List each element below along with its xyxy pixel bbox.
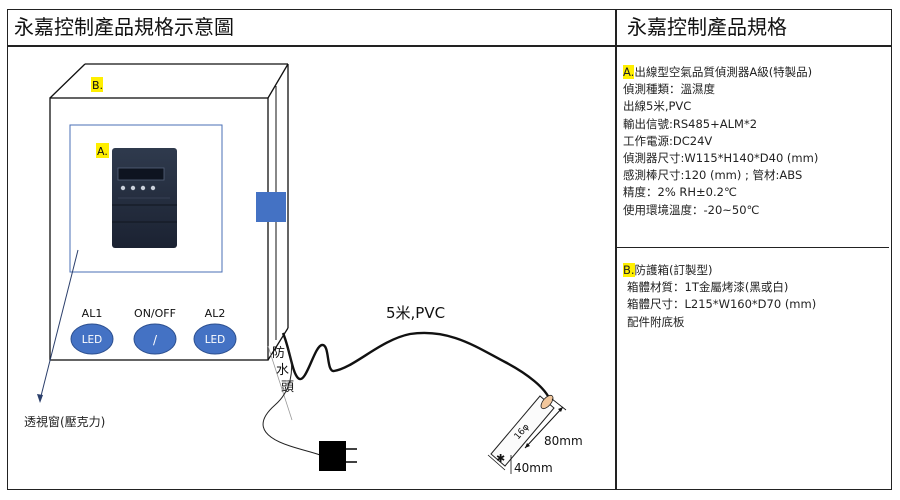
- spec-a-line: 偵測器尺寸:W115*H140*D40 (mm): [623, 151, 819, 166]
- button-label: AL2: [205, 307, 226, 320]
- device-key-icon: [150, 185, 156, 191]
- device-marker: A.: [97, 145, 108, 158]
- dimension-line: [524, 406, 564, 449]
- window-callout: [37, 249, 79, 403]
- device-key-icon: [140, 185, 146, 191]
- dimension-arrowhead-icon: [558, 407, 563, 412]
- spec-b-marker: B.: [623, 263, 635, 277]
- spec-a-marker: A.: [623, 65, 635, 79]
- spec-divider: [617, 247, 889, 248]
- al1-led-button[interactable]: [70, 323, 114, 355]
- spec-a-line: 出線5米,PVC: [623, 99, 692, 114]
- spec-b-title: 防護箱(訂製型): [634, 263, 713, 277]
- diagram-title: 永嘉控制產品規格示意圖: [14, 15, 234, 39]
- box-edge: [267, 63, 289, 99]
- spec-a-line: 精度：2% RH±0.2℃: [623, 185, 737, 200]
- spec-title: 永嘉控制產品規格: [627, 15, 787, 39]
- power-adapter-icon: [319, 441, 346, 471]
- dimension-tick: [551, 398, 567, 411]
- power-wire: [262, 347, 321, 456]
- spec-b-line: 箱體材質：1T金屬烤漆(黑或白): [627, 280, 789, 295]
- button-text: /: [153, 333, 158, 347]
- spec-a-line: 輸出信號:RS485+ALM*2: [623, 116, 758, 131]
- box-front: [49, 97, 269, 361]
- box-edge: [49, 63, 86, 99]
- dimension-arrowhead-icon: [525, 443, 530, 448]
- button-group: AL1 ON/OFF AL2 LED / LED: [70, 307, 237, 355]
- column-divider: [615, 9, 617, 490]
- spec-b-line: 箱體尺寸：L215*W160*D70 (mm): [627, 297, 817, 312]
- sensor-probe: 16φ ✱: [487, 394, 567, 474]
- spec-a-line: 使用環境溫度：-20~50℃: [623, 202, 760, 217]
- button-label: AL1: [82, 307, 103, 320]
- waterproof-label: 防: [272, 345, 285, 361]
- waterproof-leader: [267, 345, 293, 421]
- button-text: LED: [205, 334, 226, 346]
- cable-label: 5米,PVC: [386, 304, 445, 322]
- detector-device: [112, 148, 177, 248]
- window-label: 透視窗(壓克力): [24, 414, 105, 429]
- device-marker-bg: [96, 143, 109, 158]
- spec-b-line: 配件附底板: [627, 314, 685, 329]
- probe-length: 80mm: [544, 434, 583, 448]
- spec-a-line: 工作電源:DC24V: [623, 133, 713, 148]
- spec-a-title: 出線型空氣品質偵測器A級(特製品): [634, 65, 813, 79]
- box-marker: B.: [92, 79, 103, 92]
- side-connector-square: [256, 192, 286, 222]
- device-key-icon: [130, 185, 136, 191]
- window-pointer-line: [39, 249, 79, 401]
- box-edge: [267, 327, 289, 361]
- pvc-cable: [281, 331, 552, 401]
- button-text: LED: [82, 334, 103, 346]
- spec-a-block: A.出線型空氣品質偵測器A級(特製品) 偵測種類：溫濕度 出線5米,PVC 輸出…: [623, 64, 818, 219]
- spec-b-block: B.防護箱(訂製型) 箱體材質：1T金屬烤漆(黑或白) 箱體尺寸：L215*W1…: [623, 262, 816, 331]
- header-divider: [7, 45, 892, 47]
- box-marker-bg: [91, 77, 103, 92]
- device-display: [117, 167, 165, 181]
- power-button[interactable]: [133, 323, 177, 355]
- arrowhead-icon: [37, 394, 43, 403]
- al2-led-button[interactable]: [193, 323, 237, 355]
- viewing-window: [69, 124, 223, 273]
- spec-a-line: 感測棒尺寸:120 (mm) ; 管材:ABS: [623, 168, 803, 183]
- button-label: ON/OFF: [134, 307, 176, 320]
- probe-tip-length: 40mm: [514, 461, 553, 475]
- spec-a-line: 偵測種類：溫濕度: [623, 82, 715, 97]
- dimension-line: [487, 454, 506, 471]
- diagram-frame: [7, 9, 892, 490]
- waterproof-label: 水: [276, 363, 289, 378]
- device-key-icon: [120, 185, 126, 191]
- sensor-tip-icon: ✱: [496, 452, 505, 465]
- probe-cap: [540, 394, 554, 410]
